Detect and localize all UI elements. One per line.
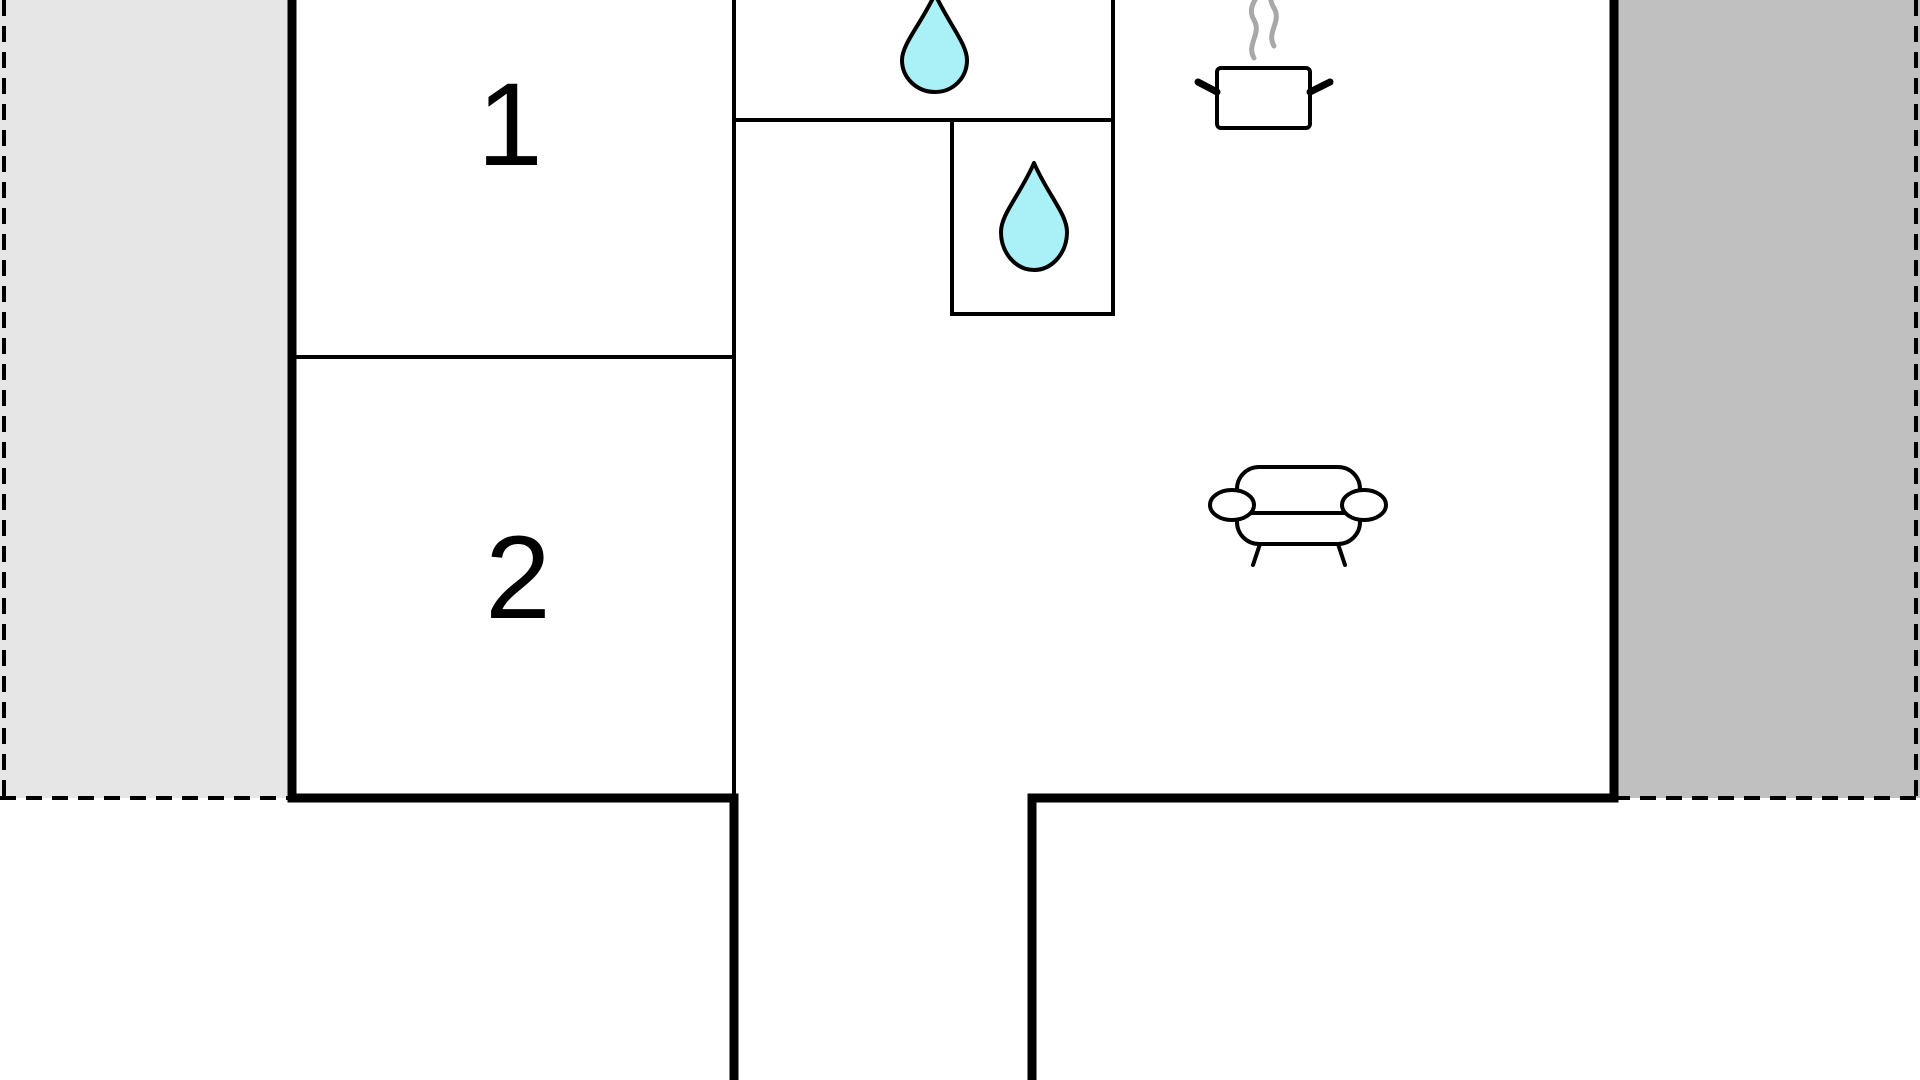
water-drop-icon xyxy=(999,161,1069,272)
room-label-2: 2 xyxy=(485,512,551,644)
outer-area-left xyxy=(0,0,294,798)
outer-area-right xyxy=(1612,0,1920,798)
bathroom-lower xyxy=(950,118,1115,316)
cooking-pot-icon xyxy=(1194,0,1334,130)
room-label-1: 1 xyxy=(477,59,543,191)
outer-wall-path xyxy=(287,0,1619,1080)
water-drop-icon xyxy=(900,0,969,94)
sofa-icon xyxy=(1208,465,1388,567)
